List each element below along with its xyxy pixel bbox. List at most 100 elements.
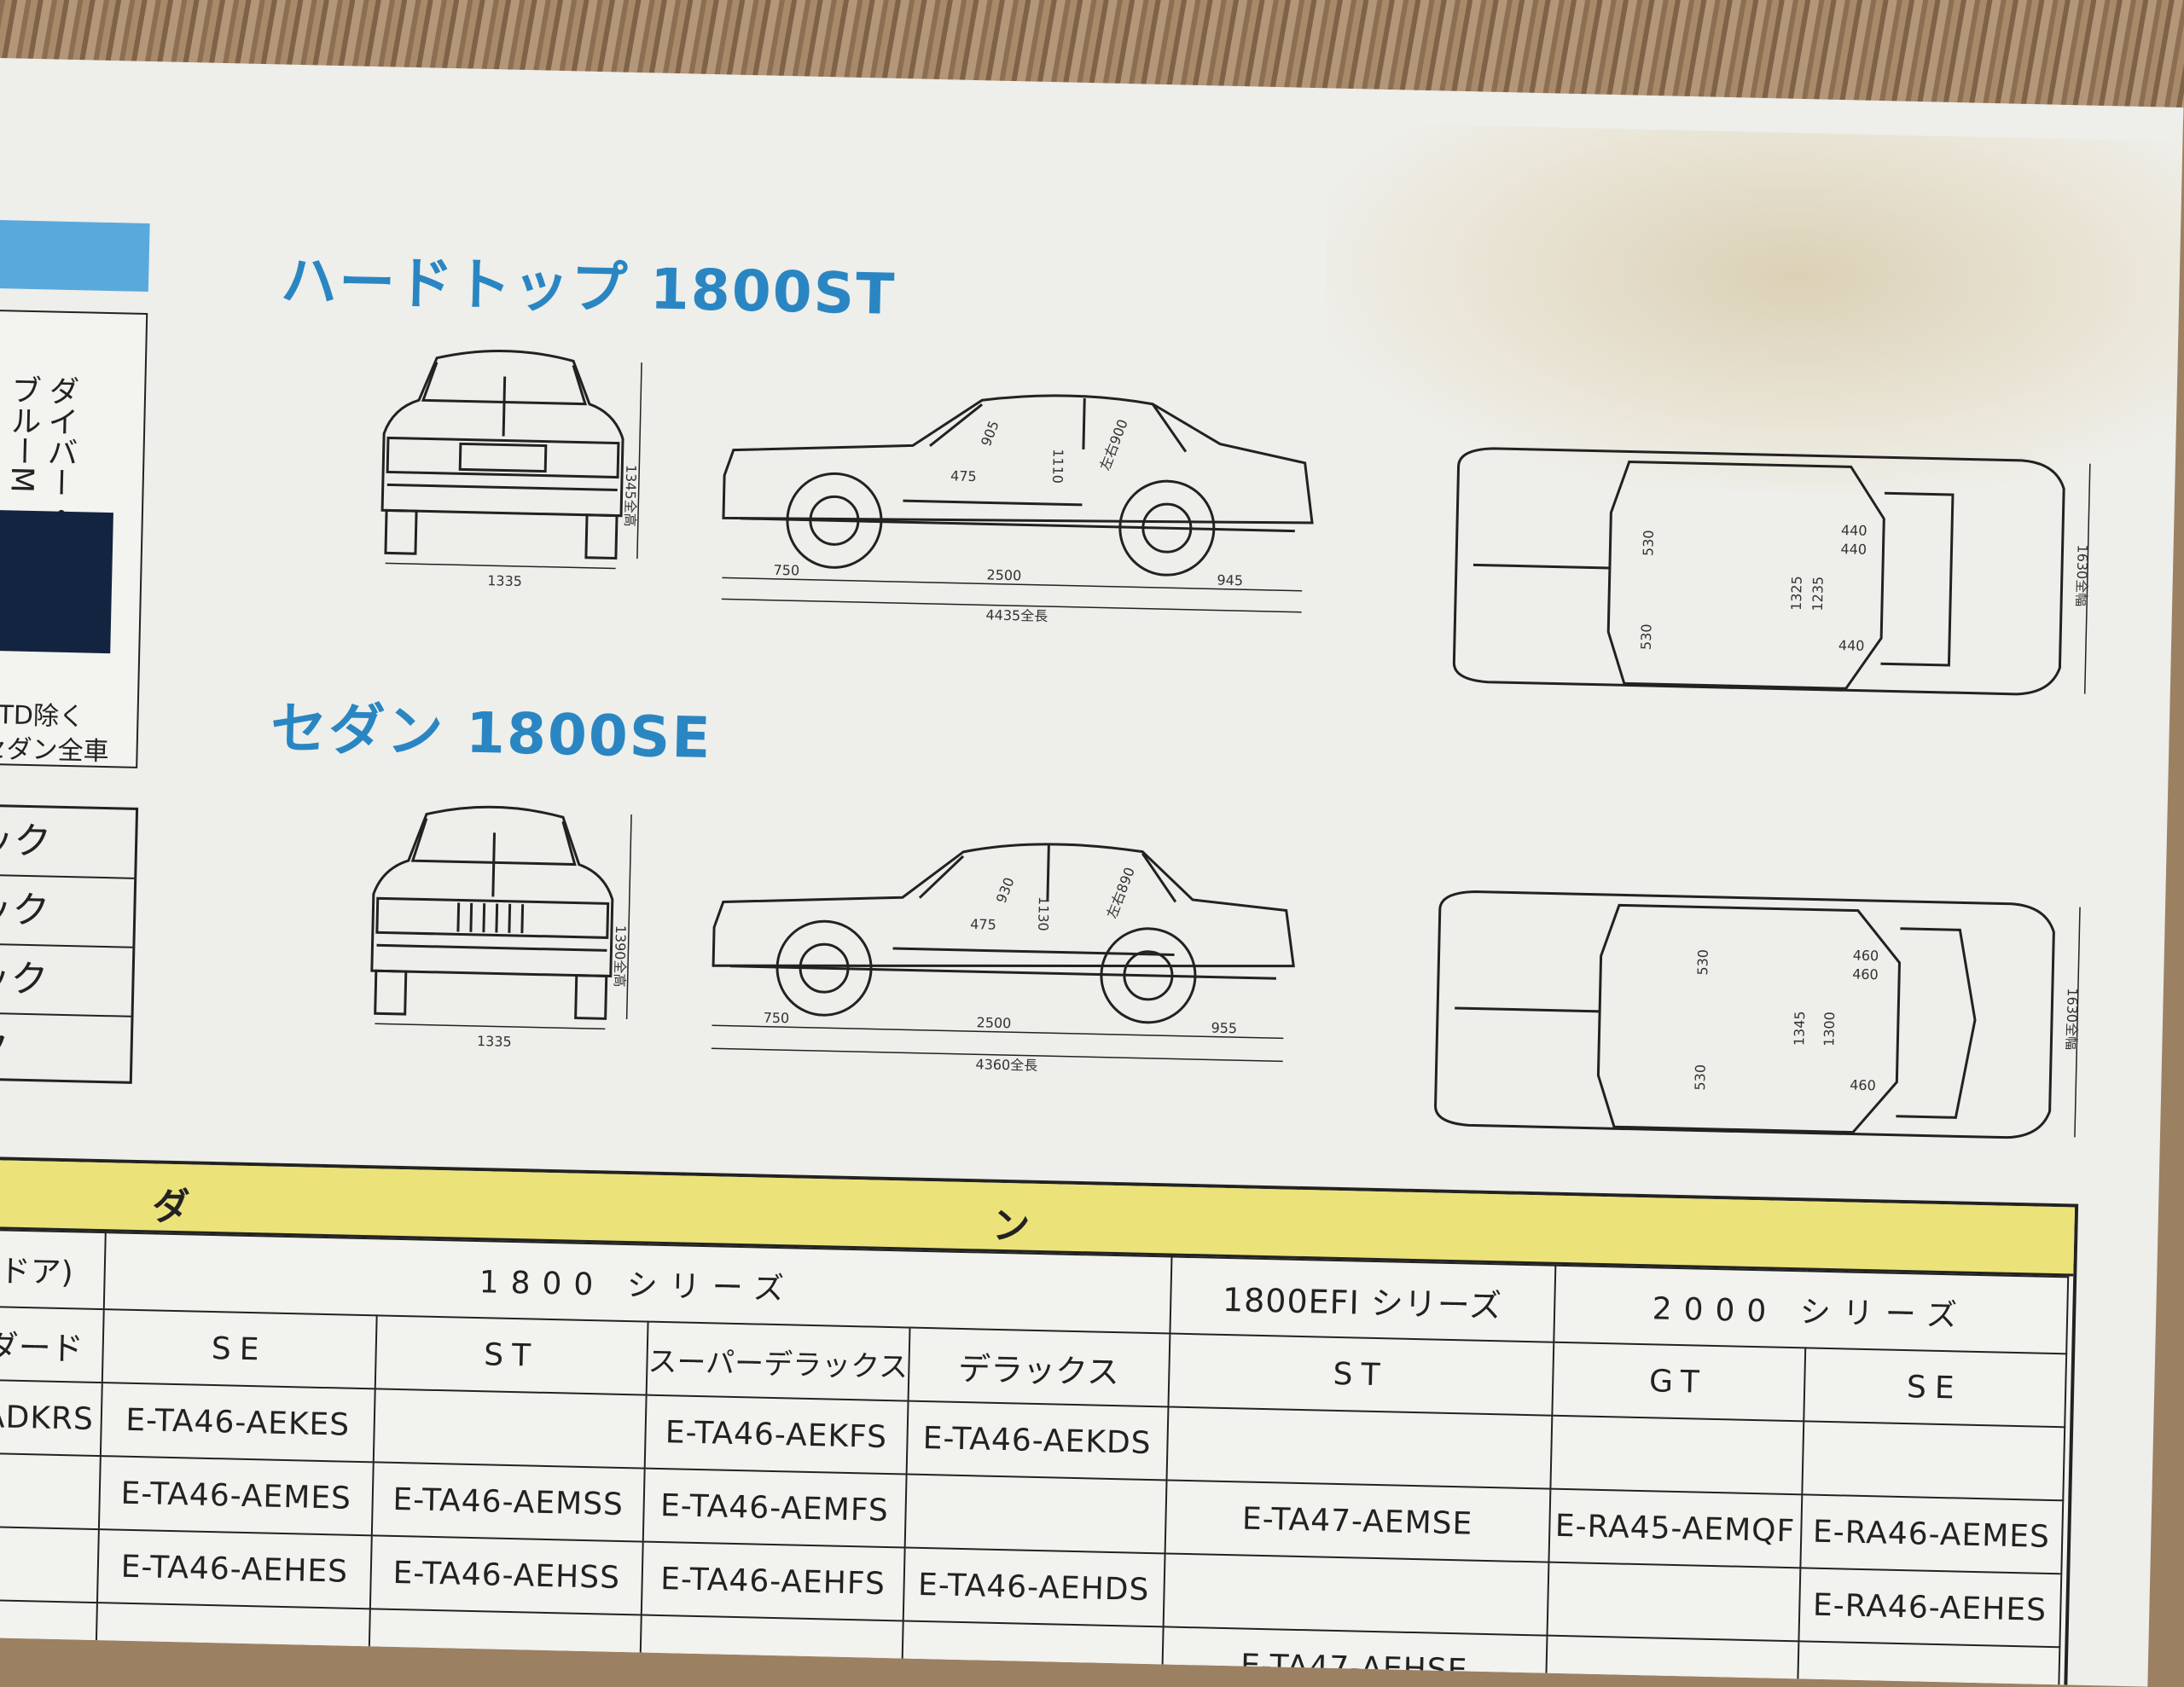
code-cell: E-TA47-AEMSE [1165, 1480, 1551, 1562]
dim-top-d: 1235 [1809, 577, 1827, 612]
left-list-row: ック [0, 875, 135, 948]
dim-seat-c: 1130 [1035, 896, 1052, 931]
sedan-side-view: 750 2500 955 4360全長 475 930 1130 左右890 [692, 825, 1313, 1162]
dim-seat-c: 1110 [1049, 449, 1066, 484]
series-cell: 2000 シリーズ [1553, 1265, 2068, 1354]
code-cell: E-TA46-AEHSS [369, 1535, 643, 1615]
code-cell [1797, 1641, 2059, 1687]
dim-top-c: 1345 [1791, 1011, 1808, 1046]
dim-seat-d: 左右890 [1103, 865, 1137, 920]
dim-top-a: 530 [1694, 949, 1711, 976]
code-cell: E-TA46-AEHFS [641, 1541, 905, 1621]
hardtop-side-view: 750 2500 945 4435全長 475 905 1110 左右900 [702, 381, 1323, 719]
code-cell [0, 1599, 97, 1677]
color-note-2: セダン全車 [0, 733, 109, 768]
grade-cell: GT [1551, 1342, 1805, 1422]
code-cell: E-TA46-AEKFS [644, 1394, 909, 1475]
dim-top-b: 530 [1692, 1064, 1709, 1091]
code-cell: E-TA46-AEKES [100, 1383, 375, 1463]
dim-top-e: 460 [1852, 948, 1879, 965]
dim-top-g: 460 [1850, 1077, 1876, 1094]
dim-top-g: 440 [1838, 637, 1865, 654]
dim-top-b: 530 [1638, 623, 1655, 650]
dim-wheelbase: 2500 [986, 566, 1021, 583]
dim-seat-a: 905 [978, 419, 1002, 449]
grade-cell: ST [375, 1315, 648, 1395]
dim-height: 1390全高 [611, 925, 629, 988]
grade-cell: ST [1168, 1333, 1554, 1416]
dim-length: 4435全長 [985, 606, 1048, 624]
code-cell: E-TA46-AEKDS [906, 1400, 1169, 1481]
table-header-right: ン [991, 1203, 1031, 1249]
left-list-row: ック [0, 944, 133, 1017]
code-cell [0, 1526, 99, 1603]
left-list-box: ック ック ック ク [0, 803, 139, 1084]
code-cell: E-TA46-AEHES [96, 1529, 372, 1609]
dim-seat-b: 475 [970, 916, 996, 933]
model-code-table: ダ ン ドア) 1800 シリーズ 1800EFI シリーズ 2000 シリーズ… [0, 1156, 2079, 1687]
sedan-front-view: 1335 1390全高 [336, 799, 649, 1062]
color-name-col1: ダイバー・ [40, 374, 79, 530]
code-cell [1166, 1406, 1552, 1489]
code-cell: E-TA46-AEMSS [371, 1462, 645, 1542]
dim-top-f: 460 [1852, 966, 1879, 983]
hardtop-front-view: 1335 1345全高 [346, 339, 659, 601]
dim-top-f: 440 [1840, 541, 1867, 558]
table-header-left: ダ [151, 1185, 191, 1230]
left-list-row: ック [0, 806, 136, 879]
code-cell [368, 1609, 642, 1687]
section-title-sedan: セダン 1800SE [270, 695, 713, 772]
dim-height: 1345全高 [622, 465, 640, 527]
dim-front-overhang: 750 [773, 562, 799, 579]
code-cell [904, 1474, 1167, 1554]
dim-rear-overhang: 945 [1217, 572, 1243, 589]
color-swatch-dark-blue [0, 509, 113, 654]
code-cell: E-RA46-AEMES [1800, 1494, 2063, 1574]
dim-rear-overhang: 955 [1211, 1020, 1237, 1037]
code-cell: E-TA47-AEHSE [1161, 1626, 1548, 1687]
dim-top-c: 1325 [1788, 576, 1805, 611]
dim-top-d: 1300 [1821, 1012, 1838, 1046]
grade-cell: ダード [0, 1306, 104, 1383]
code-cell: E-TA46-AEMES [98, 1456, 374, 1536]
dim-length: 4360全長 [975, 1056, 1037, 1074]
grade-cell: スーパーデラックス [646, 1321, 910, 1401]
hardtop-top-view: 530 530 1325 1235 440 440 440 1630全幅 [1436, 440, 2107, 711]
code-cell [1801, 1421, 2065, 1501]
series-cell: 1800EFI シリーズ [1170, 1256, 1555, 1342]
dim-seat-a: 930 [993, 875, 1018, 905]
dim-seat-b: 475 [950, 467, 977, 484]
code-cell [1163, 1553, 1549, 1636]
dim-front-width: 1335 [487, 572, 522, 589]
code-cell [373, 1388, 647, 1469]
code-cell: E-TA46-AEHDS [903, 1547, 1165, 1627]
grade-cell: デラックス [908, 1327, 1170, 1407]
code-cell [95, 1603, 370, 1683]
color-name-col2: ブルーM [3, 374, 42, 494]
code-cell [901, 1620, 1164, 1687]
code-cell [1547, 1562, 1801, 1642]
code-cell: E-TA46-AEMFS [642, 1468, 907, 1548]
code-cell [1550, 1415, 1804, 1495]
dim-front-width: 1335 [477, 1033, 512, 1050]
color-note-1: STD除く [0, 699, 85, 733]
section-title-hardtop: ハードトップ 1800ST [280, 247, 897, 328]
code-cell [0, 1452, 101, 1530]
grade-cell: SE [102, 1309, 377, 1389]
spec-table: ドア) 1800 シリーズ 1800EFI シリーズ 2000 シリーズ ダード… [0, 1229, 2069, 1687]
code-cell [639, 1615, 903, 1687]
code-cell [1545, 1635, 1799, 1687]
dim-wheelbase: 2500 [976, 1014, 1011, 1031]
dim-width: 1630全幅 [2063, 988, 2081, 1050]
code-cell: E-RA45-AEMQF [1548, 1488, 1802, 1568]
code-cell: E-RA46-AEHES [1798, 1568, 2061, 1648]
series-cell: ドア) [0, 1229, 106, 1310]
dim-width: 1630全幅 [2073, 544, 2091, 606]
grade-cell: SE [1803, 1348, 2066, 1428]
code-cell: -ADKRS [0, 1379, 102, 1457]
color-swatch-light-blue [0, 219, 150, 293]
dim-seat-d: 左右900 [1096, 417, 1130, 472]
dim-top-a: 530 [1640, 530, 1657, 556]
dim-top-e: 440 [1841, 522, 1867, 539]
sedan-top-view: 530 530 1345 1300 460 460 460 1630全幅 [1418, 884, 2098, 1155]
